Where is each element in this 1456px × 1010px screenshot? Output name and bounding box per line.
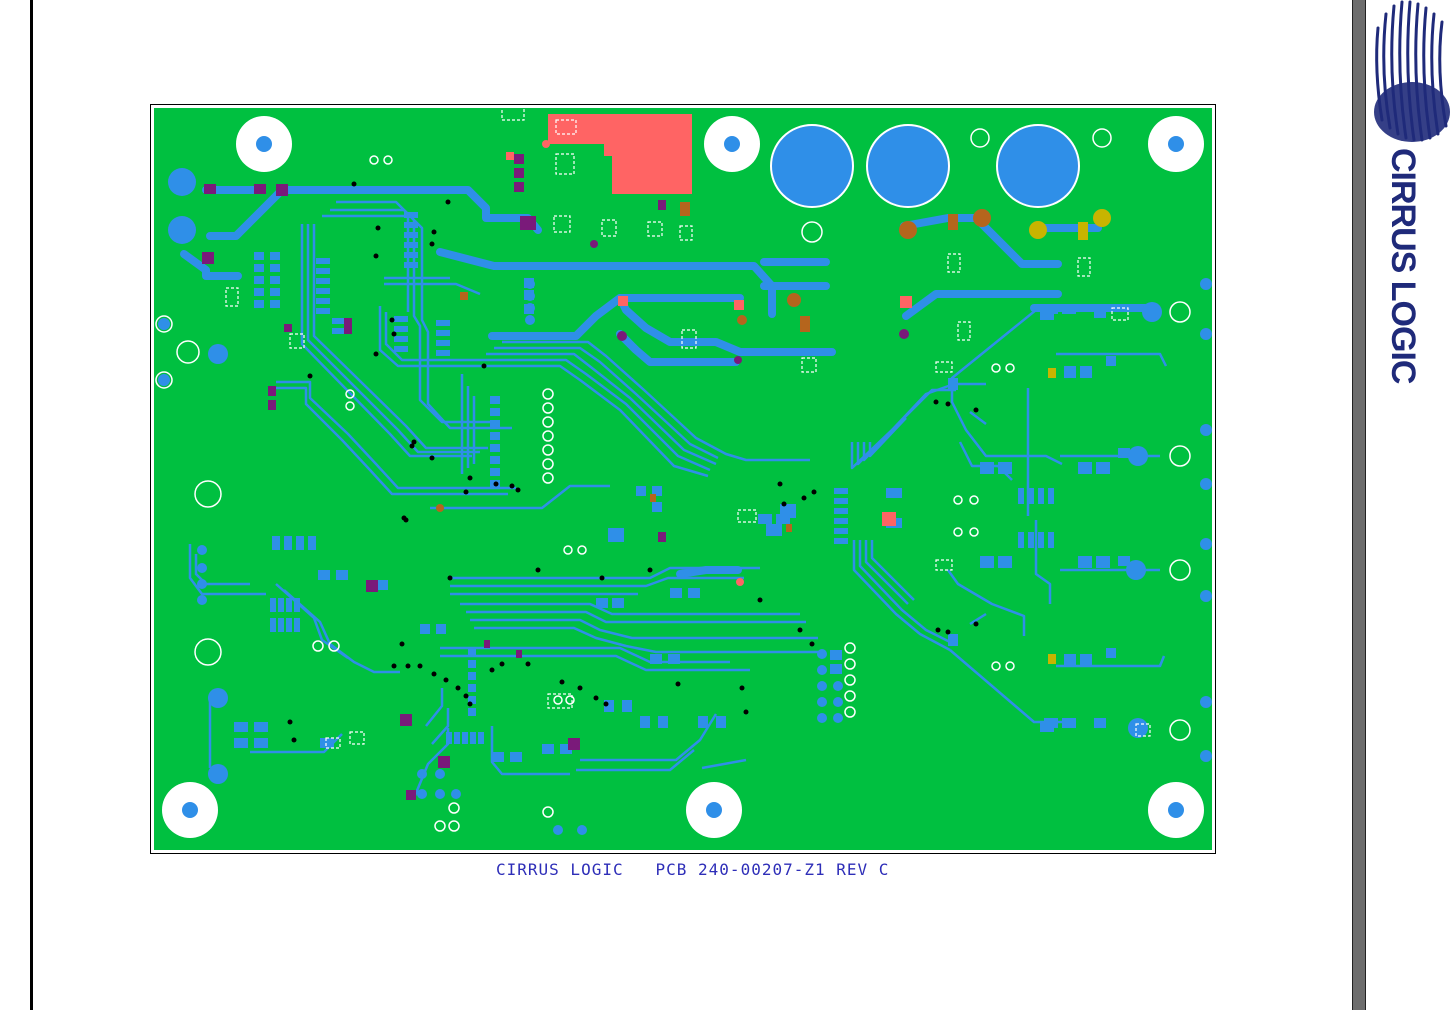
board-substrate [154, 108, 1212, 850]
logo-mark-icon [1370, 0, 1456, 150]
caption-company: CIRRUS LOGIC [496, 860, 624, 879]
large-pads [771, 125, 1079, 207]
page-left-border [30, 0, 33, 1010]
pcb-caption: CIRRUS LOGIC PCB 240-00207-Z1 REV C [496, 860, 889, 879]
logo-wordmark: CIRRUS LOGIC [1383, 148, 1422, 383]
caption-pcb-label: PCB 240-00207-Z1 REV C [656, 860, 890, 879]
right-side-bar [1352, 0, 1366, 1010]
pcb-layout [150, 104, 1216, 854]
